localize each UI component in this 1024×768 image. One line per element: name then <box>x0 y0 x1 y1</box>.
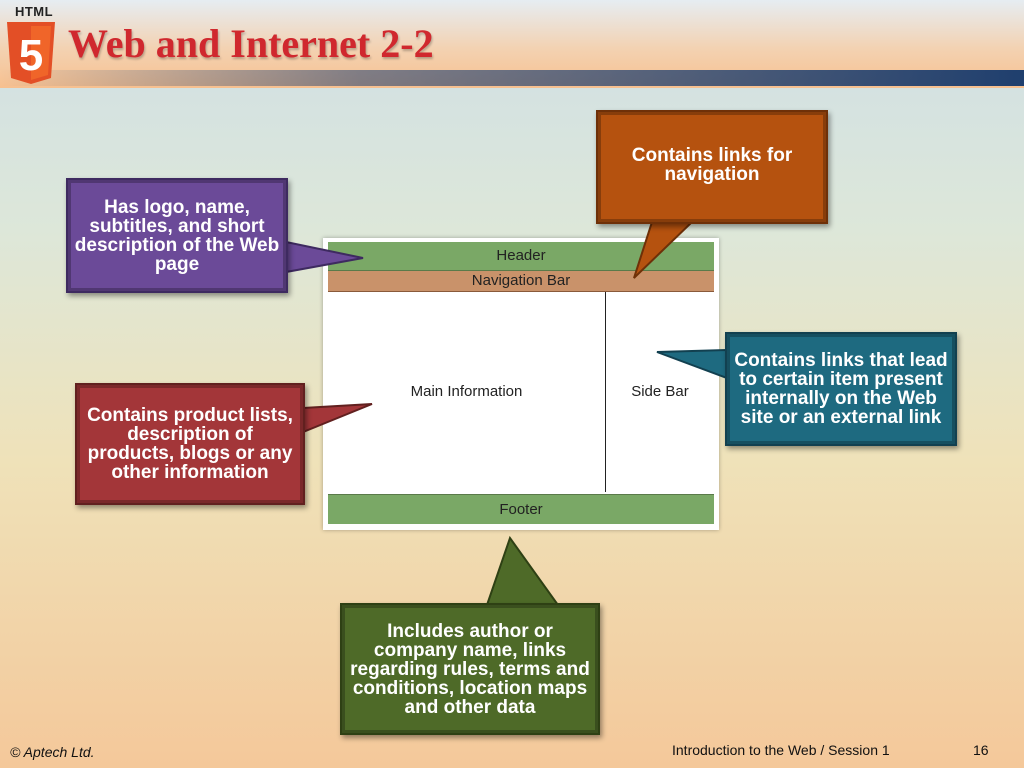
footer-callout-pointer <box>485 535 560 606</box>
html5-shield-icon: 5 <box>7 22 55 84</box>
html5-logo: HTML 5 <box>5 4 57 86</box>
wireframe-footer: Footer <box>328 494 714 524</box>
page-layout-wireframe: Header Navigation Bar Main Information S… <box>323 238 719 530</box>
wireframe-navigation-bar: Navigation Bar <box>328 271 714 292</box>
copyright-text: © Aptech Ltd. <box>10 744 95 760</box>
html5-digit: 5 <box>19 31 43 80</box>
slide-number: 16 <box>973 742 989 758</box>
wireframe-side-bar: Side Bar <box>631 383 689 400</box>
slide-title: Web and Internet 2-2 <box>68 21 434 66</box>
sidebar-callout: Contains links that lead to certain item… <box>725 332 957 446</box>
title-underline <box>0 70 1024 86</box>
title-bar <box>0 0 1024 88</box>
course-session-text: Introduction to the Web / Session 1 <box>672 742 890 758</box>
navigation-callout: Contains links for navigation <box>596 110 828 224</box>
html5-logo-text: HTML <box>14 4 54 19</box>
wireframe-header: Header <box>328 242 714 271</box>
header-callout: Has logo, name, subtitles, and short des… <box>66 178 288 293</box>
wireframe-main-information: Main Information <box>328 292 606 492</box>
footer-callout: Includes author or company name, links r… <box>340 603 600 735</box>
main-information-callout: Contains product lists, description of p… <box>75 383 305 505</box>
